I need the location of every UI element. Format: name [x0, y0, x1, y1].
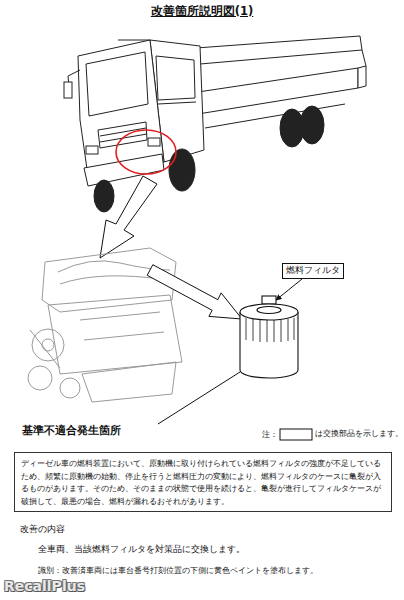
- rib: [294, 318, 295, 340]
- filter-seal: [257, 307, 281, 314]
- pointer-arrow: [147, 265, 242, 319]
- filter-stud: [262, 296, 276, 304]
- grille-bar: [100, 128, 146, 136]
- rib: [253, 319, 254, 341]
- filter-body: [240, 312, 298, 378]
- headlight: [86, 146, 98, 154]
- grille: [98, 122, 147, 148]
- engine-line: [80, 312, 160, 320]
- pulley: [32, 329, 64, 361]
- location-circle: [116, 130, 176, 174]
- rib: [288, 319, 289, 341]
- windshield: [86, 52, 148, 116]
- pulley: [28, 366, 52, 390]
- fuel-filter-drawing: [240, 296, 298, 378]
- antenna-line: [118, 40, 150, 41]
- rib: [260, 320, 261, 342]
- section-heading: 改善の内容: [20, 523, 65, 536]
- rib: [267, 320, 268, 342]
- node-text: 燃料フィルタ: [286, 265, 340, 277]
- remedy-text: 全車両、当該燃料フィルタを対策品に交換します。: [38, 544, 245, 556]
- mirror: [64, 82, 72, 98]
- filter-ribs: [246, 318, 294, 342]
- rib: [281, 320, 282, 342]
- watermark: RecallPlus: [4, 578, 85, 594]
- bed-tail-gate: [358, 66, 366, 88]
- cab-side-window: [156, 56, 195, 100]
- location-label: 基準不適合発生箇所: [22, 424, 121, 438]
- note-box-symbol: [280, 429, 312, 440]
- truck-drawing: [64, 36, 366, 212]
- bed-top-rail: [196, 36, 362, 64]
- front-wheel: [169, 149, 195, 191]
- rear-wheel: [300, 106, 324, 144]
- engine-line: [84, 332, 164, 340]
- node-text: ディーゼル車の燃料装置において、原動機に取り付けられている燃料フィルタの強度が不…: [21, 457, 385, 507]
- oil-pan: [82, 362, 176, 402]
- pulley: [60, 378, 80, 398]
- headlight: [148, 138, 160, 146]
- belt-line: [30, 330, 60, 368]
- identification-text: 識別：改善済車両には車台番号打刻位置の下側に黄色ペイントを塗布します。: [38, 565, 318, 576]
- diagram-title: 改善箇所説明図(1): [0, 4, 404, 19]
- front-wheel: [94, 180, 114, 212]
- door-line: [158, 102, 196, 104]
- filter-top: [240, 304, 298, 320]
- note-label: は交換部品を示します。: [315, 429, 403, 439]
- description-box: ディーゼル車の燃料装置において、原動機に取り付けられている燃料フィルタの強度が不…: [14, 452, 392, 512]
- leader-line: [276, 279, 302, 300]
- part-label-box: 燃料フィルタ: [282, 263, 344, 279]
- pulley: [42, 339, 54, 351]
- rib: [274, 320, 275, 342]
- note-label: 注：: [262, 429, 278, 440]
- engine-block: [48, 295, 182, 374]
- leader-line: [158, 372, 240, 424]
- bed-side-gate: [198, 68, 358, 114]
- rib: [246, 318, 247, 340]
- bed-rear-edge: [362, 50, 366, 66]
- pointer-arrow: [100, 176, 157, 258]
